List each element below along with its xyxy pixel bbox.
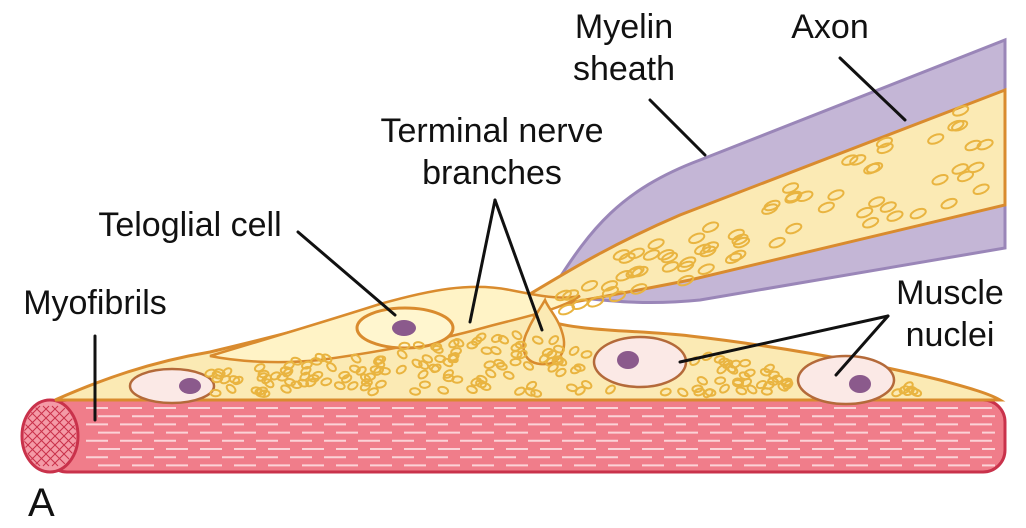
muscle-nucleus-right-nucleolus bbox=[849, 375, 871, 393]
label-terminal-nerve-branches-line2: branches bbox=[422, 154, 562, 192]
label-myelin-sheath-line1: Myelin bbox=[575, 8, 673, 46]
leader-teloglial-cell bbox=[298, 232, 395, 315]
muscle-nucleus-center-nucleolus bbox=[617, 351, 639, 369]
muscle-fiber bbox=[0, 400, 1005, 472]
label-muscle-nuclei-line2: nuclei bbox=[906, 316, 995, 354]
teloglial-nucleolus bbox=[392, 320, 416, 336]
muscle-fiber-body bbox=[45, 400, 1005, 472]
label-axon: Axon bbox=[791, 8, 869, 46]
label-teloglial-cell: Teloglial cell bbox=[98, 206, 281, 244]
label-terminal-nerve-branches-line1: Terminal nerve bbox=[381, 112, 604, 150]
muscle-nucleus-center bbox=[594, 337, 686, 387]
muscle-nucleus-left bbox=[130, 369, 214, 403]
muscle-fiber-cross-section bbox=[22, 400, 78, 472]
label-muscle-nuclei-line1: Muscle bbox=[896, 274, 1004, 312]
muscle-nucleus-center-body bbox=[594, 337, 686, 387]
panel-letter: A bbox=[28, 481, 55, 525]
label-myofibrils: Myofibrils bbox=[23, 284, 167, 322]
muscle-nucleus-left-nucleolus bbox=[179, 378, 201, 394]
muscle-nucleus-left-body bbox=[130, 369, 214, 403]
label-myelin-sheath-line2: sheath bbox=[573, 50, 675, 88]
leader-myelin-sheath bbox=[650, 100, 705, 155]
